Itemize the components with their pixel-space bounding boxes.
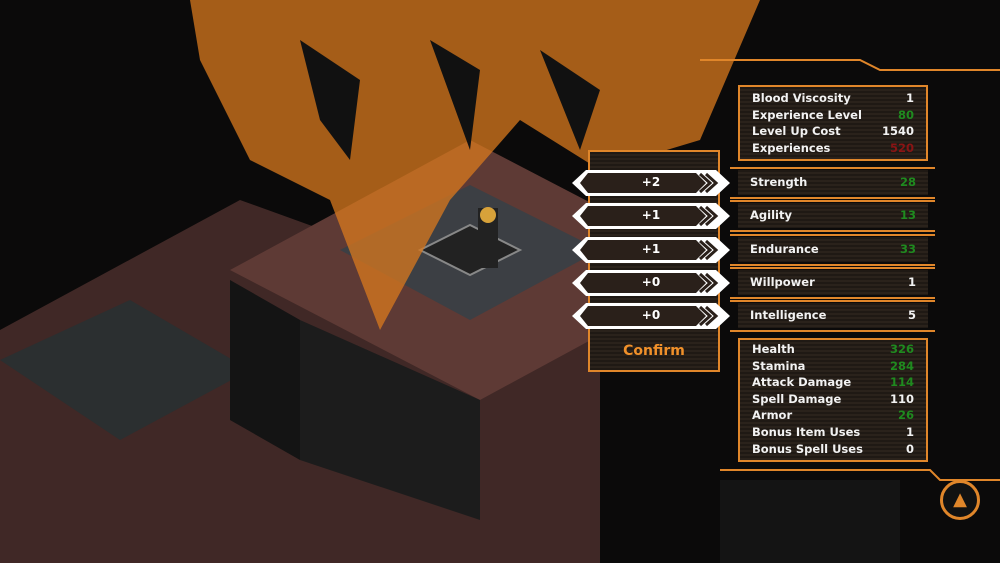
allocate-intelligence-button[interactable]: +0 <box>572 303 730 330</box>
allocate-willpower-button[interactable]: +0 <box>572 269 730 296</box>
allocation-value: +1 <box>641 208 661 223</box>
player-character <box>478 208 498 268</box>
stat-row: Health 326 <box>740 342 926 359</box>
stat-row: Experience Level 80 <box>740 108 926 125</box>
stat-row: Armor 26 <box>740 408 926 425</box>
stat-label: Spell Damage <box>752 391 842 406</box>
stat-label: Agility <box>750 208 792 223</box>
stat-row: Bonus Item Uses 1 <box>740 425 926 442</box>
stat-value: 284 <box>889 358 914 373</box>
stat-row: Experiences 520 <box>740 141 926 158</box>
stat-value: 26 <box>897 408 914 423</box>
separator <box>730 296 935 299</box>
stat-value: 5 <box>907 308 916 323</box>
separator <box>730 266 935 269</box>
separator <box>730 197 935 199</box>
allocation-value: +0 <box>641 308 661 323</box>
separator <box>730 233 935 236</box>
stat-label: Level Up Cost <box>752 124 841 139</box>
stat-label: Experiences <box>752 140 831 155</box>
stat-row: Level Up Cost 1540 <box>740 124 926 141</box>
stat-value: 28 <box>899 175 916 189</box>
allocation-slider-shape <box>572 236 730 263</box>
chevron-right-icon <box>698 206 719 227</box>
separator <box>730 330 935 333</box>
allocation-value: +1 <box>641 241 661 256</box>
chevron-right-icon <box>698 172 719 194</box>
stat-label: Blood Viscosity <box>752 91 851 105</box>
allocate-agility-button[interactable]: +1 <box>572 203 730 230</box>
stat-value: 1 <box>907 274 916 289</box>
stat-label: Health <box>752 342 795 356</box>
confirm-button[interactable]: Confirm <box>623 343 685 359</box>
stat-row: Bonus Spell Uses 0 <box>740 442 926 459</box>
stat-label: Intelligence <box>750 308 827 323</box>
attribute-intelligence: Intelligence 5 <box>738 303 928 329</box>
stat-label: Willpower <box>750 274 815 289</box>
stat-row: Agility 13 <box>738 208 928 225</box>
allocation-slider-shape <box>572 269 730 296</box>
attribute-endurance: Endurance 33 <box>738 236 928 262</box>
stat-label: Bonus Spell Uses <box>752 441 863 456</box>
stat-value: 520 <box>889 140 914 155</box>
stat-row: Spell Damage 110 <box>740 392 926 409</box>
attribute-willpower: Willpower 1 <box>738 269 928 295</box>
stat-value: 1 <box>905 91 914 105</box>
allocation-slider-shape <box>572 170 730 196</box>
stat-label: Experience Level <box>752 107 862 122</box>
stat-value: 1 <box>905 425 914 439</box>
stat-value: 13 <box>899 208 916 223</box>
separator <box>730 167 935 169</box>
chevron-right-icon <box>698 306 719 327</box>
separator <box>730 300 935 303</box>
stat-value: 0 <box>905 441 914 456</box>
stat-row: Endurance 33 <box>738 242 928 259</box>
stat-value: 33 <box>899 241 916 256</box>
stat-value: 114 <box>889 375 914 390</box>
chevron-right-icon <box>698 239 719 260</box>
stat-value: 1540 <box>881 124 914 139</box>
attribute-agility: Agility 13 <box>738 203 928 229</box>
stat-row: Willpower 1 <box>738 275 928 292</box>
stat-row: Blood Viscosity 1 <box>740 91 926 108</box>
attribute-strength: Strength 28 <box>738 170 928 195</box>
stat-row: Intelligence 5 <box>738 308 928 325</box>
allocate-endurance-button[interactable]: +1 <box>572 236 730 263</box>
separator <box>730 263 935 266</box>
allocation-slider-shape <box>572 203 730 230</box>
stat-label: Armor <box>752 408 793 423</box>
stat-label: Stamina <box>752 358 806 373</box>
stat-value: 80 <box>897 107 914 122</box>
stat-row: Strength 28 <box>738 175 928 192</box>
allocate-strength-button[interactable]: +2 <box>572 170 730 196</box>
stat-row: Attack Damage 114 <box>740 375 926 392</box>
stat-label: Endurance <box>750 241 819 256</box>
separator <box>730 230 935 233</box>
stat-label: Bonus Item Uses <box>752 425 861 439</box>
stat-value: 326 <box>889 342 914 356</box>
stat-label: Strength <box>750 175 808 189</box>
stat-label: Attack Damage <box>752 375 852 390</box>
allocation-value: +0 <box>641 274 661 289</box>
level-up-icon[interactable]: ▲ <box>940 480 980 520</box>
stat-value: 110 <box>889 391 914 406</box>
allocation-slider-shape <box>572 303 730 330</box>
stat-row: Stamina 284 <box>740 359 926 376</box>
allocation-value: +2 <box>641 175 661 189</box>
chevron-right-icon <box>698 272 719 294</box>
separator <box>730 200 935 203</box>
